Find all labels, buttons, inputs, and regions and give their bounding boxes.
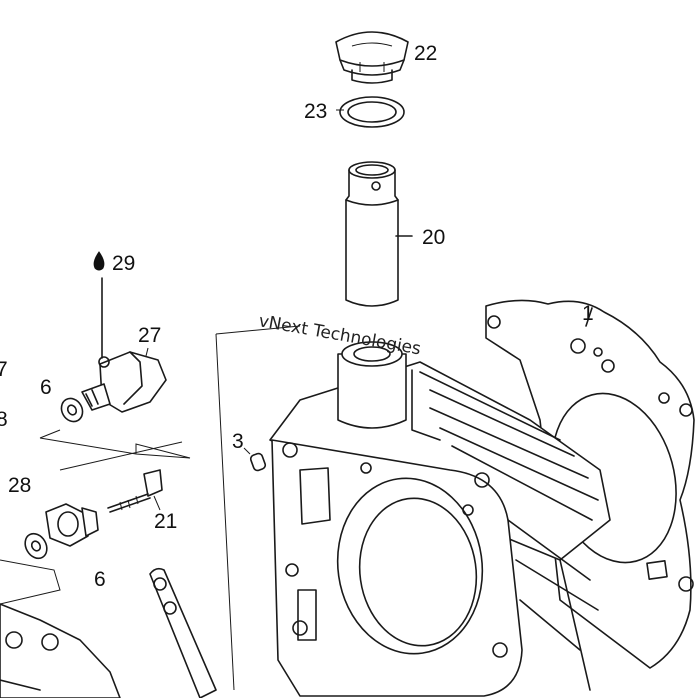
part-3-dowel-pin xyxy=(249,452,267,472)
part-20-oil-tube xyxy=(345,161,413,307)
part-label-29: 29 xyxy=(112,252,135,275)
part-label-3: 3 xyxy=(232,430,244,453)
part-label-20: 20 xyxy=(422,226,445,249)
part-22-filler-cap xyxy=(335,31,409,84)
cylinder-block xyxy=(269,341,611,697)
part-label-6-upper: 6 xyxy=(40,376,52,399)
leader-lines xyxy=(145,109,344,511)
part-label-28: 28 xyxy=(8,474,31,497)
part-label-6-lower: 6 xyxy=(94,568,106,591)
oil-pipe xyxy=(149,567,217,698)
part-28-union-nut xyxy=(45,503,99,547)
part-label-7: 7 xyxy=(0,358,8,381)
part-21-bolt xyxy=(107,469,163,513)
part-label-8: 8 xyxy=(0,408,8,431)
part-23-washer xyxy=(339,96,405,128)
watermark-text: vNext Technologies xyxy=(257,311,422,359)
part-label-1: 1 xyxy=(582,302,594,325)
part-label-27: 27 xyxy=(138,324,161,347)
assembly-guide-lines xyxy=(0,325,301,691)
part-label-23: 23 xyxy=(304,100,327,123)
part-label-22: 22 xyxy=(414,42,437,65)
part-6-washer-upper xyxy=(60,397,84,423)
engine-case-fragment xyxy=(0,603,121,698)
part-29-sealant-drop xyxy=(93,251,105,271)
part-6-washer-lower xyxy=(24,532,48,560)
part-27-pressure-switch xyxy=(81,277,167,413)
part-label-21: 21 xyxy=(154,510,177,533)
